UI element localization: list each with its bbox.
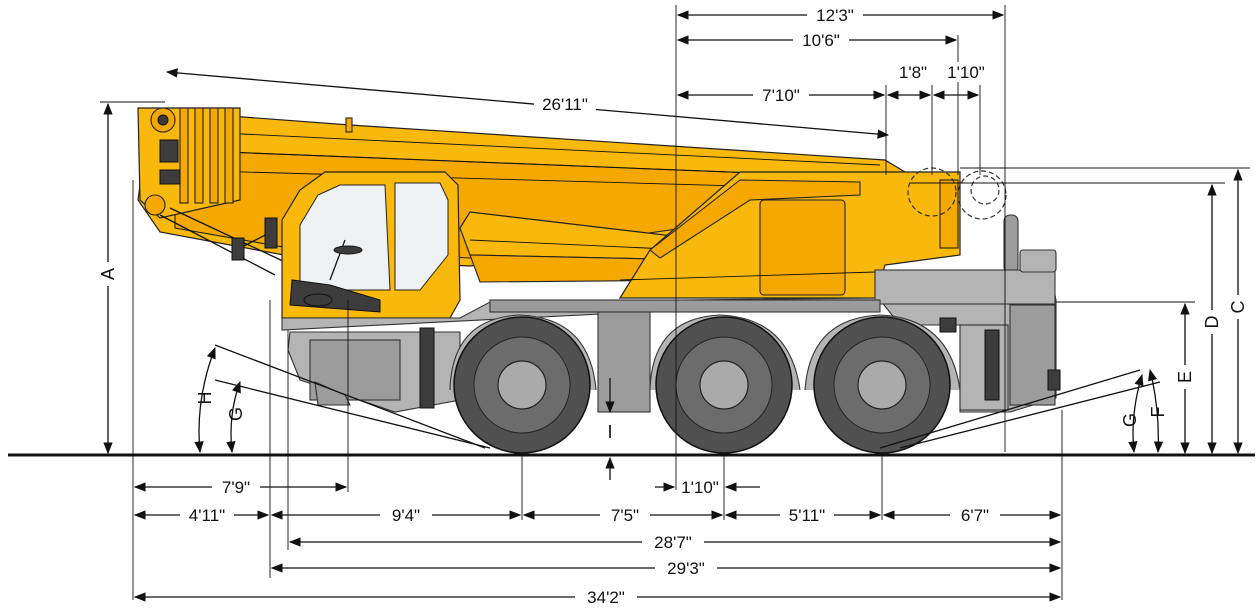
wheels	[453, 316, 951, 454]
dimension-labels: 12'3" 10'6" 7'10" 1'8" 1'10" 26'11" 7'9"…	[180, 5, 1000, 607]
dim-length-total: 34'2"	[587, 588, 625, 607]
label-I: I	[607, 422, 612, 442]
dim-axle-2-3: 5'11"	[789, 506, 825, 525]
approach-departure-lines	[194, 344, 1164, 454]
dim-rear-overhang: 6'7"	[961, 506, 989, 525]
label-D: D	[1202, 316, 1222, 329]
dim-front-overhang: 4'11"	[189, 506, 225, 525]
letter-labels: A C D E F G G H I	[98, 262, 1248, 442]
label-E: E	[1175, 371, 1195, 383]
rear-light	[1047, 369, 1061, 391]
operator-cab	[281, 171, 461, 319]
dim-length-b: 29'3"	[667, 559, 705, 578]
wheel-middle	[655, 316, 793, 454]
superstructure	[618, 171, 961, 299]
dim-front-overhang-long: 7'9"	[222, 478, 250, 497]
crane-illustration	[137, 107, 1061, 454]
dim-top-mid: 10'6"	[802, 31, 840, 50]
dim-top-small-b: 1'10"	[947, 63, 985, 82]
label-A: A	[98, 268, 118, 280]
dim-top-total: 12'3"	[816, 6, 854, 25]
dim-length-a: 28'7"	[654, 533, 692, 552]
dim-wheelbase-front: 9'4"	[392, 506, 420, 525]
label-H: H	[195, 392, 215, 405]
dim-boom-length: 26'11"	[542, 95, 588, 114]
dim-axle-1-2: 7'5"	[611, 506, 639, 525]
label-G-rear: G	[1120, 413, 1140, 427]
label-F: F	[1148, 407, 1168, 418]
label-C: C	[1228, 301, 1248, 314]
label-G-front: G	[226, 407, 246, 421]
dim-center-offset: 1'10"	[681, 478, 719, 497]
wheel-front	[453, 316, 591, 454]
dim-top-small-a: 1'8"	[899, 63, 927, 82]
wheel-rear	[813, 316, 951, 454]
side-mirror	[231, 217, 278, 261]
exhaust-stack	[1003, 214, 1019, 274]
dim-top-short: 7'10"	[762, 86, 800, 105]
